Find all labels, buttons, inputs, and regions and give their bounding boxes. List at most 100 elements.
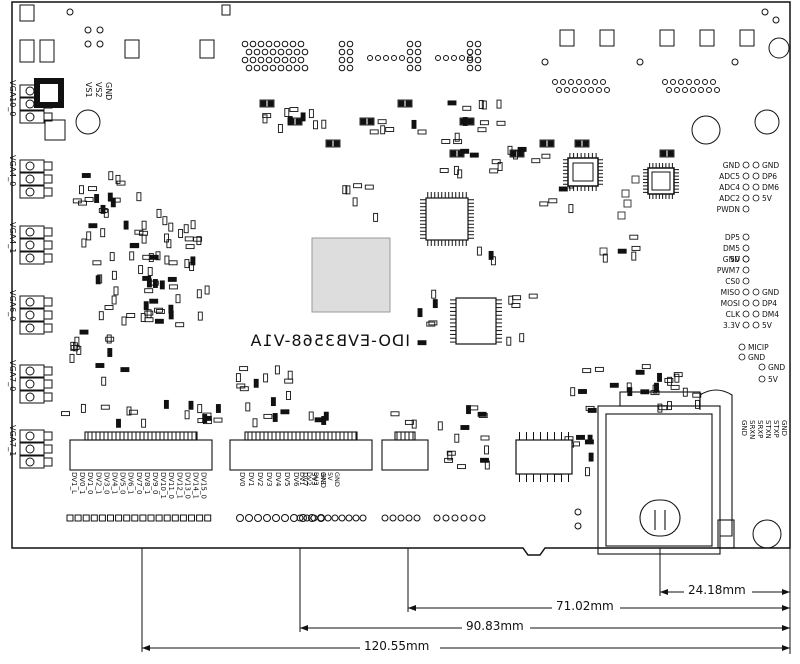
connector-hole	[686, 79, 692, 85]
smd-component	[480, 435, 490, 441]
right-pin-pad	[742, 172, 750, 180]
connector-hole	[257, 56, 265, 64]
left-conn-label-3: VGA6_0	[8, 290, 17, 321]
bottom-pin-label: DV3	[312, 472, 320, 485]
smd-component	[144, 288, 154, 294]
top-hole-patterns	[19, 4, 231, 63]
smd-component	[147, 267, 153, 276]
resistor-pair	[359, 117, 375, 126]
connector-pin-hole	[25, 161, 35, 171]
bottom-pad	[74, 514, 82, 522]
bottom-pad	[478, 514, 486, 522]
connector-hole	[682, 87, 688, 93]
smd-components	[61, 99, 702, 477]
right-pin-label: DP4	[762, 299, 777, 308]
smd-component	[447, 100, 457, 106]
resistor-pad	[460, 118, 467, 125]
connector-pin-pad	[43, 444, 53, 454]
resistor-pair	[449, 149, 465, 158]
connector-pin-block	[19, 172, 45, 186]
smd-component	[617, 248, 627, 254]
right-pin-label: DP6	[762, 172, 777, 181]
connector-pin-hole	[25, 323, 35, 333]
bottom-pin-label: DV2	[305, 472, 313, 485]
smd-component	[193, 236, 203, 242]
smd-component	[69, 353, 75, 363]
left-connector-labels: VGA10_0 VGA4_0 VGA4_1 VGA6_0 VGA7_0 VGA7…	[8, 80, 17, 456]
right-pin-pad	[742, 194, 750, 202]
smd-component	[155, 309, 165, 314]
resistor-pad	[582, 140, 589, 147]
smd-component	[168, 222, 174, 232]
bottom-pin-label: DV1	[298, 472, 306, 485]
smd-component	[111, 270, 117, 280]
right-pin-pad	[752, 299, 760, 307]
bottom-pad	[299, 514, 307, 522]
smd-component	[594, 366, 604, 372]
connector-hole	[301, 64, 309, 72]
resistor-pair	[259, 99, 275, 108]
connector-hole	[636, 58, 644, 66]
smd-component	[143, 301, 149, 311]
resistor-pad	[367, 118, 374, 125]
bottom-pin-label: DV14_1	[192, 472, 200, 499]
smd-component	[130, 242, 140, 248]
bottom-pad	[574, 508, 582, 516]
smd-component	[364, 184, 374, 190]
smd-component	[512, 295, 522, 301]
connector-hole	[564, 87, 570, 93]
bottom-pin-label: DV3	[265, 472, 273, 487]
connector-hole	[406, 64, 414, 72]
right-pin-label: 5V	[730, 255, 741, 264]
bottom-pad	[115, 514, 123, 522]
top-left-labels: VS1 VS2 GND	[84, 82, 113, 100]
resistor-pad	[326, 140, 333, 147]
connector-pin-pad	[43, 323, 53, 333]
smd-component	[313, 120, 318, 130]
smd-component	[426, 321, 436, 327]
smd-component	[300, 112, 306, 122]
connector-hole	[406, 56, 414, 64]
smd-component	[631, 251, 637, 261]
qfp-chip-1	[420, 192, 474, 246]
qfp-chip-3	[643, 163, 679, 199]
smd-component	[190, 220, 196, 230]
right-pin-label: ADC5	[719, 172, 740, 181]
bottom-pad	[405, 514, 413, 522]
connector-pin-block	[19, 185, 45, 199]
smd-component	[253, 378, 259, 388]
bottom-pin-label: DV1_L	[70, 472, 78, 494]
connector-hole	[273, 40, 281, 48]
smd-component	[417, 129, 427, 135]
connector-pin-block	[19, 442, 45, 456]
connector-hole	[702, 79, 708, 85]
smd-component	[373, 212, 379, 222]
smd-component	[79, 329, 89, 335]
bottom-pin-label: DV2_1	[94, 472, 102, 494]
smd-component	[491, 159, 501, 165]
bottom-pin-label: DV5_0	[119, 472, 127, 494]
resistor-pad	[540, 140, 547, 147]
resistor-pair	[287, 117, 303, 126]
smd-component	[568, 204, 574, 214]
smd-component	[116, 418, 121, 428]
smd-component	[149, 280, 159, 286]
connector-hole	[466, 40, 474, 48]
smd-component	[156, 208, 162, 218]
connector-pin-hole	[25, 310, 35, 320]
bottom-pad	[245, 514, 253, 522]
connector-hole	[674, 87, 680, 93]
bottom-pad	[139, 514, 147, 522]
smd-component	[94, 194, 100, 203]
connector-pin-hole	[25, 187, 35, 197]
smd-component	[154, 307, 163, 313]
connector-hole	[257, 40, 265, 48]
smd-component	[149, 298, 159, 304]
connector-hole	[301, 48, 309, 56]
bottom-pin-label: DV6_1	[127, 472, 135, 494]
uart-label: SRXP	[756, 420, 764, 438]
connector-pin-block	[19, 295, 45, 309]
smd-component	[289, 107, 299, 112]
bottom-pad	[352, 514, 360, 522]
left-conn-label-5: VGA7_1	[8, 425, 17, 456]
